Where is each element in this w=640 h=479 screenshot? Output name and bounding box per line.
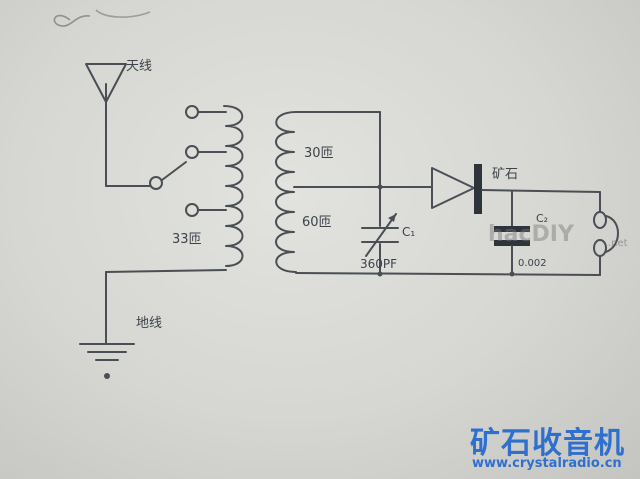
- variable-capacitor-c1: [361, 213, 399, 257]
- tap-switch: [105, 105, 227, 217]
- antenna-label: 天线: [126, 59, 152, 74]
- ground-symbol: [79, 269, 227, 379]
- secondary-coil: [275, 111, 297, 273]
- watermark-url[interactable]: www.crystalradio.cn: [472, 456, 622, 471]
- antenna-symbol: [85, 63, 127, 187]
- earphone-icon: [593, 191, 619, 276]
- decorative-scribble: [53, 9, 151, 27]
- c2-value-label: 0.002: [518, 258, 547, 269]
- crystal-detector-diode: [431, 164, 601, 214]
- tap-60-label: 60匝: [302, 215, 332, 230]
- c1-value-label: 360PF: [360, 257, 397, 271]
- tuning-circuit-wires: [293, 111, 601, 277]
- tap-30-label: 30匝: [304, 146, 334, 161]
- c2-label: C₂: [536, 212, 548, 225]
- site-logo-watermark: hacDIY: [488, 222, 574, 247]
- c1-label: C₁: [402, 225, 415, 239]
- site-logo-suffix: .net: [608, 238, 628, 249]
- tap-33-label: 33匝: [172, 232, 202, 247]
- primary-coil: [223, 105, 244, 267]
- bypass-capacitor-c2: [494, 190, 530, 277]
- detector-label: 矿石: [492, 167, 518, 182]
- ground-label: 地线: [136, 316, 162, 331]
- watermark-title: 矿石收音机: [470, 426, 625, 461]
